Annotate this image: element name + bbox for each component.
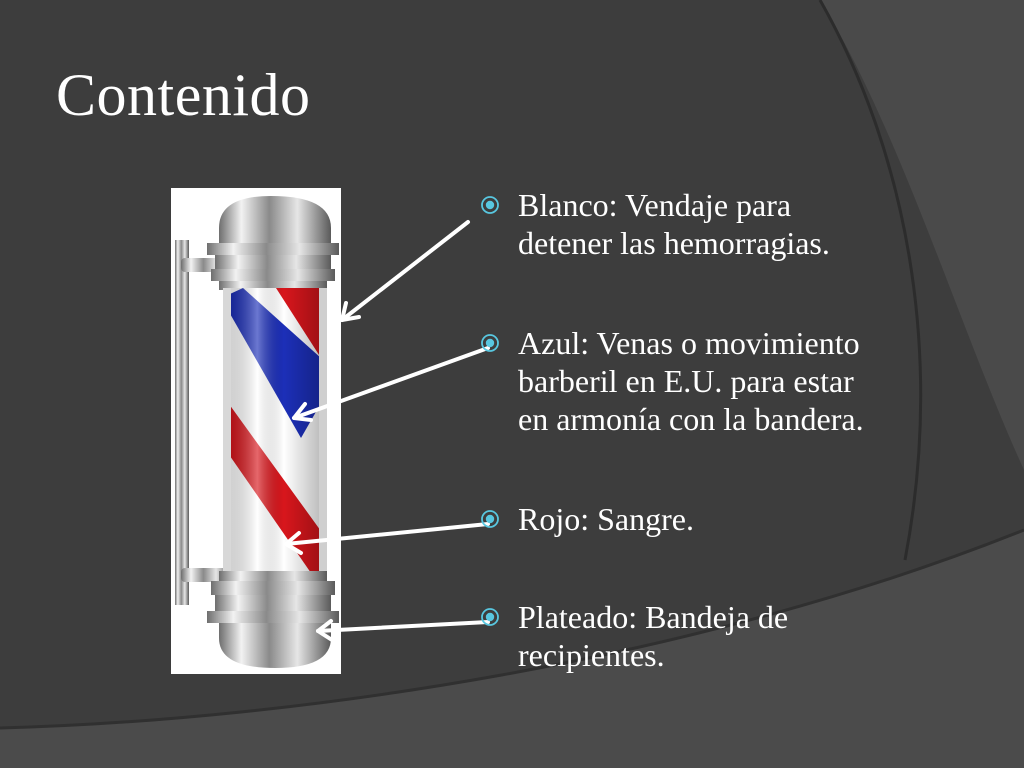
barber-pole-image [171,188,341,674]
bullet-circle-icon [481,196,499,214]
bullet-line: Blanco: Vendaje para [518,187,792,223]
bullet-text: Rojo: Sangre. [518,500,988,538]
bullet-text: Azul: Venas o movimiento barberil en E.U… [518,324,988,438]
bullet-line: detener las hemorragias. [518,225,830,261]
bullet-text: Plateado: Bandeja de recipientes. [518,598,988,674]
bullet-line: Azul: Venas o movimiento [518,325,860,361]
bullet-text: Blanco: Vendaje para detener las hemorra… [518,186,988,262]
bullet-line: Rojo: Sangre. [518,501,694,537]
bullet-circle-icon [481,334,499,352]
slide-title: Contenido [56,62,311,128]
bullet-line: Plateado: Bandeja de [518,599,789,635]
bullet-line: barberil en E.U. para estar [518,363,854,399]
bullet-circle-icon [481,608,499,626]
bullet-circle-icon [481,510,499,528]
bullet-line: en armonía con la bandera. [518,401,864,437]
bullet-line: recipientes. [518,637,665,673]
